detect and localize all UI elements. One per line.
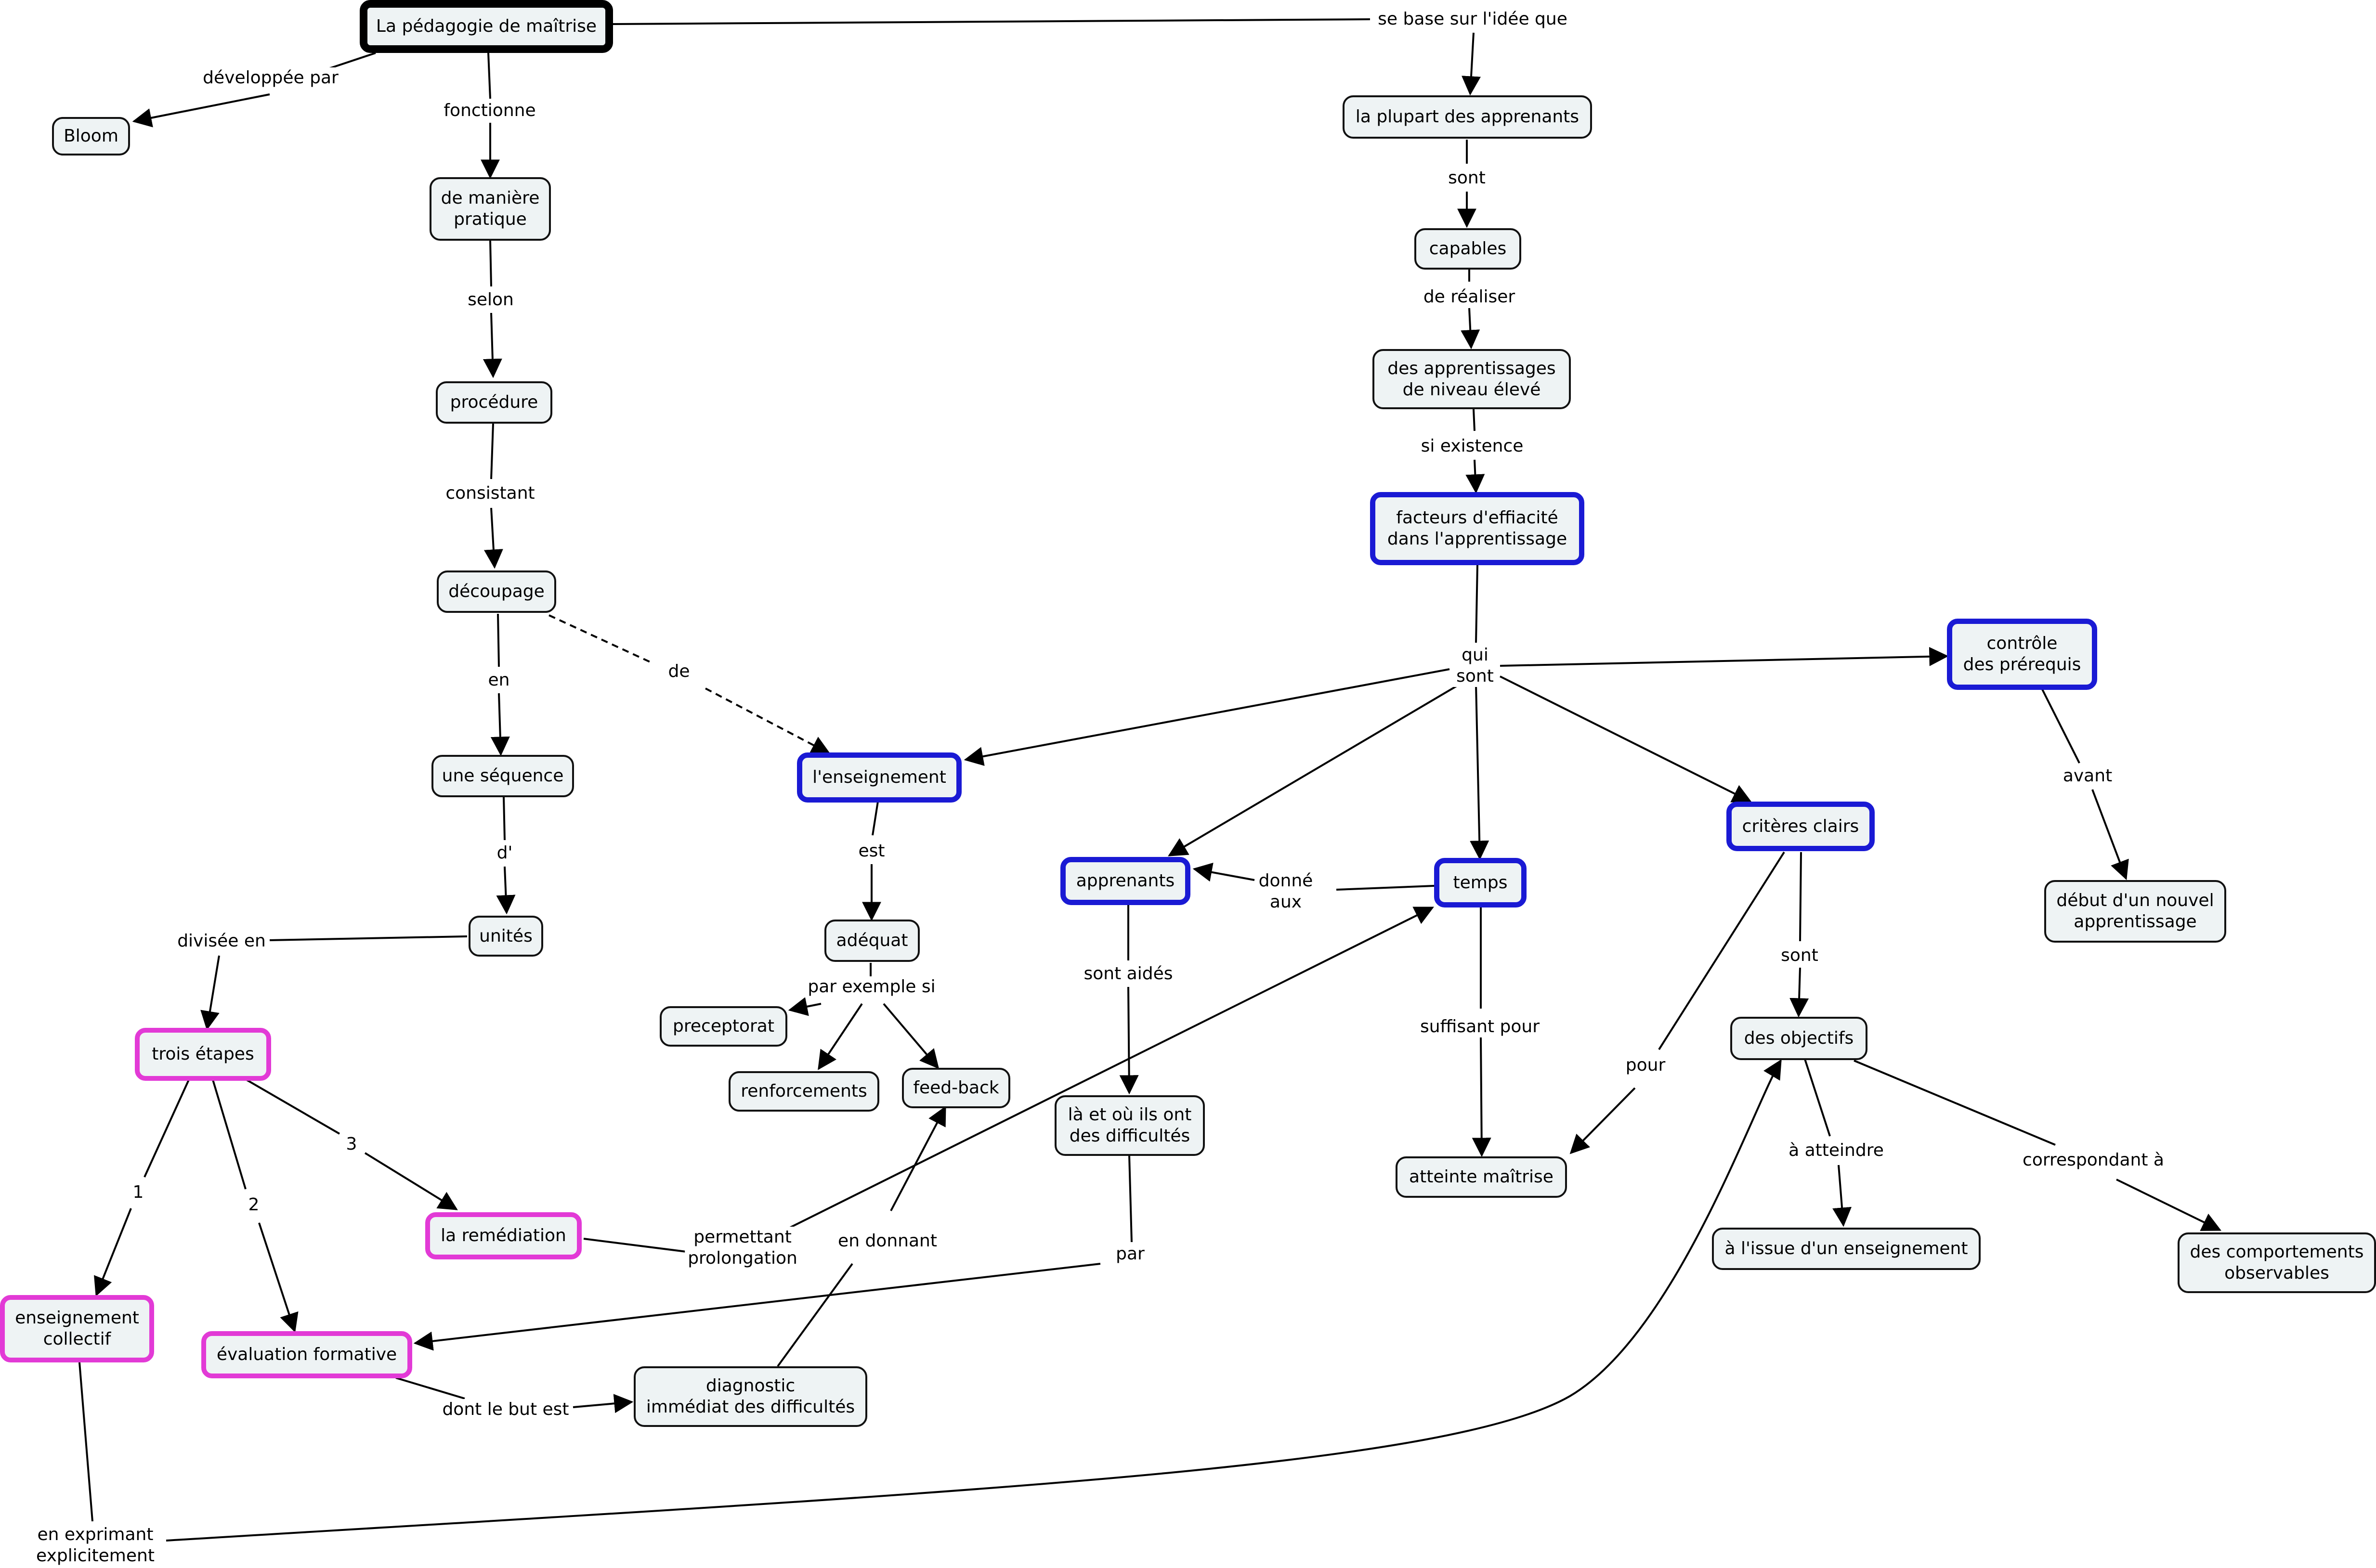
concept-comportements[interactable]: des comportements observables [2178,1232,2376,1293]
link-label-sont-objectifs: sont [1778,945,1821,966]
link-label-consistant: consistant [443,483,538,504]
concept-atteinte[interactable]: atteinte maîtrise [1396,1156,1567,1198]
concept-facteurs[interactable]: facteurs d'effiacité dans l'apprentissag… [1370,492,1584,565]
link-label-1: 1 [130,1182,147,1203]
concept-trois-etapes[interactable]: trois étapes [135,1028,271,1081]
concept-adequat[interactable]: adéquat [824,920,920,962]
link-label-sont-aides: sont aidés [1081,963,1176,985]
link-label-suffisant: suffisant pour [1417,1016,1543,1037]
concept-plupart[interactable]: la plupart des apprenants [1343,95,1592,139]
link-label-d: d' [494,842,516,864]
concept-decoupage[interactable]: découpage [437,570,556,613]
link-label-fonctionne: fonctionne [441,100,539,121]
link-label-en-donnant: en donnant [835,1231,940,1252]
link-label-si-existence: si existence [1418,436,1527,457]
link-label-permettant: permettant prolongation [685,1227,800,1269]
concept-renforcements[interactable]: renforcements [729,1071,879,1112]
concept-enseignement[interactable]: l'enseignement [797,752,962,803]
concept-pratique[interactable]: de manière pratique [430,177,551,241]
concept-debut[interactable]: début d'un nouvel apprentissage [2044,880,2226,943]
concept-enseignement-collectif[interactable]: enseignement collectif [0,1295,154,1362]
concept-capables[interactable]: capables [1414,228,1521,270]
concept-apprenants[interactable]: apprenants [1060,857,1190,905]
link-label-en: en [485,670,513,691]
concept-temps[interactable]: temps [1434,858,1527,907]
concept-remediation[interactable]: la remédiation [425,1212,582,1259]
link-label-par-exemple: par exemple si [805,976,939,998]
link-label-se-base: se base sur l'idée que [1375,9,1570,30]
link-label-de: de [665,661,693,682]
concept-diagnostic[interactable]: diagnostic immédiat des difficultés [634,1366,867,1427]
concept-apprentissages[interactable]: des apprentissages de niveau élevé [1372,349,1571,409]
link-label-qui-sont: qui sont [1453,645,1497,687]
concept-issue[interactable]: à l'issue d'un enseignement [1712,1228,1981,1270]
link-label-divisee-en: divisée en [174,931,269,952]
link-label-donne-aux: donné aux [1255,870,1316,913]
concept-criteres[interactable]: critères clairs [1726,802,1875,851]
concept-la-ou[interactable]: là et où ils ont des difficultés [1055,1095,1205,1156]
link-label-dont-le-but: dont le but est [439,1399,572,1420]
link-label-selon: selon [465,289,517,311]
link-label-pour: pour [1622,1055,1669,1076]
link-label-3: 3 [343,1134,360,1155]
link-label-par: par [1113,1244,1148,1265]
concept-sequence[interactable]: une séquence [431,755,574,797]
concept-preceptorat[interactable]: preceptorat [660,1006,787,1047]
link-label-en-exprimant: en exprimant explicitement [33,1524,157,1567]
concept-feedback[interactable]: feed-back [902,1068,1010,1108]
link-label-developpee-par: développée par [200,67,341,89]
link-label-de-realiser: de réaliser [1420,286,1518,308]
link-label-a-atteindre: à atteindre [1786,1140,1887,1161]
concept-evaluation-formative[interactable]: évaluation formative [201,1331,412,1378]
concept-controle[interactable]: contrôle des prérequis [1947,619,2097,690]
link-label-sont-capables: sont [1445,168,1488,189]
link-label-correspondant: correspondant à [2020,1150,2167,1171]
concept-bloom[interactable]: Bloom [52,117,130,156]
concept-unites[interactable]: unités [469,916,543,957]
concept-procedure[interactable]: procédure [436,381,552,424]
concept-root[interactable]: La pédagogie de maîtrise [360,0,613,53]
concept-objectifs[interactable]: des objectifs [1730,1017,1867,1060]
link-label-2: 2 [245,1194,262,1216]
link-label-avant: avant [2060,765,2115,787]
link-label-est: est [855,841,888,862]
